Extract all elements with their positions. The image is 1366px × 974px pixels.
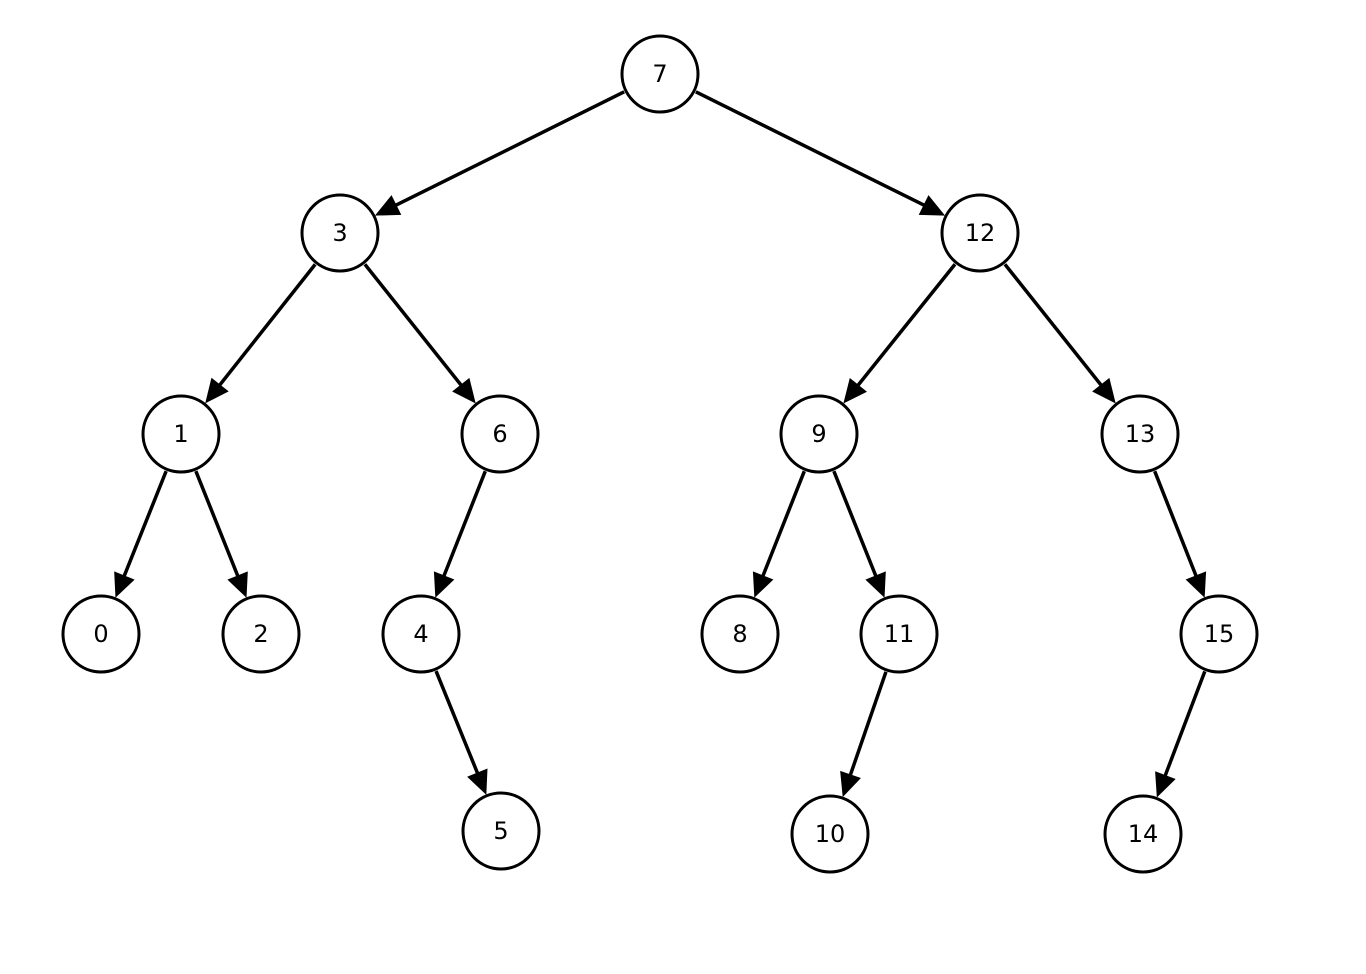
tree-node-0: 0 xyxy=(61,594,141,674)
arrow-head-icon xyxy=(1155,771,1176,798)
tree-node-15: 15 xyxy=(1179,594,1259,674)
node-label: 13 xyxy=(1125,420,1156,448)
edge-6-to-4 xyxy=(433,470,487,598)
arrow-head-icon xyxy=(1185,571,1207,598)
node-circle xyxy=(461,791,541,871)
node-label: 8 xyxy=(732,620,747,648)
edge-12-to-9 xyxy=(843,263,957,404)
node-label: 10 xyxy=(815,820,846,848)
tree-node-4: 4 xyxy=(381,594,461,674)
edge-line xyxy=(1153,470,1199,578)
edge-12-to-13 xyxy=(1003,263,1116,404)
tree-node-10: 10 xyxy=(790,794,870,874)
edge-7-to-3 xyxy=(374,90,625,216)
edge-line xyxy=(393,90,625,208)
edge-3-to-6 xyxy=(363,263,476,404)
edge-9-to-11 xyxy=(832,470,886,598)
node-label: 2 xyxy=(253,620,268,648)
tree-node-5: 5 xyxy=(461,791,541,871)
edge-3-to-1 xyxy=(205,263,317,404)
tree-node-2: 2 xyxy=(221,594,301,674)
tree-node-6: 6 xyxy=(460,394,540,474)
edge-13-to-15 xyxy=(1153,470,1207,598)
arrow-head-icon xyxy=(452,377,476,404)
node-circle xyxy=(61,594,141,674)
node-circle xyxy=(859,594,939,674)
edge-line xyxy=(695,90,927,208)
nodes-layer: 7 3 12 1 6 9 13 0 2 4 8 11 15 5 10 14 xyxy=(61,34,1259,874)
arrow-head-icon xyxy=(467,768,488,795)
node-circle xyxy=(1100,394,1180,474)
arrow-head-icon xyxy=(865,571,886,598)
edge-line xyxy=(122,470,168,579)
edge-line xyxy=(363,263,464,388)
node-label: 11 xyxy=(884,620,915,648)
node-circle xyxy=(620,34,700,114)
tree-node-9: 9 xyxy=(779,394,859,474)
arrow-head-icon xyxy=(843,377,867,404)
tree-node-7: 7 xyxy=(620,34,700,114)
node-circle xyxy=(790,794,870,874)
node-circle xyxy=(700,594,780,674)
edge-line xyxy=(1003,263,1104,388)
node-label: 5 xyxy=(493,817,508,845)
tree-node-8: 8 xyxy=(700,594,780,674)
node-label: 4 xyxy=(413,620,428,648)
edge-7-to-12 xyxy=(695,90,946,216)
node-label: 12 xyxy=(965,219,996,247)
arrow-head-icon xyxy=(840,770,861,798)
edge-line xyxy=(760,470,806,578)
edge-9-to-8 xyxy=(752,470,806,598)
tree-node-11: 11 xyxy=(859,594,939,674)
edge-line xyxy=(194,470,240,579)
node-label: 15 xyxy=(1204,620,1235,648)
node-label: 0 xyxy=(93,620,108,648)
tree-node-12: 12 xyxy=(940,193,1020,273)
tree-node-14: 14 xyxy=(1103,794,1183,874)
edge-line xyxy=(217,263,317,388)
node-circle xyxy=(141,394,221,474)
arrow-head-icon xyxy=(205,377,229,404)
tree-node-3: 3 xyxy=(300,193,380,273)
edge-11-to-10 xyxy=(840,671,888,798)
edge-line xyxy=(1163,670,1207,778)
edge-line xyxy=(441,470,487,578)
node-circle xyxy=(779,394,859,474)
node-circle xyxy=(300,193,380,273)
edge-4-to-5 xyxy=(434,670,488,795)
node-label: 1 xyxy=(173,420,188,448)
node-circle xyxy=(460,394,540,474)
arrow-head-icon xyxy=(374,195,402,216)
tree-node-13: 13 xyxy=(1100,394,1180,474)
node-label: 7 xyxy=(652,60,667,88)
arrow-head-icon xyxy=(1092,377,1116,404)
node-circle xyxy=(1179,594,1259,674)
tree-node-1: 1 xyxy=(141,394,221,474)
edge-1-to-2 xyxy=(194,470,248,598)
edge-line xyxy=(434,670,480,776)
arrow-head-icon xyxy=(433,571,455,598)
node-circle xyxy=(940,193,1020,273)
node-circle xyxy=(221,594,301,674)
arrow-head-icon xyxy=(114,571,135,598)
edge-1-to-0 xyxy=(114,470,168,598)
edge-15-to-14 xyxy=(1155,670,1207,798)
node-label: 14 xyxy=(1128,820,1159,848)
arrow-head-icon xyxy=(227,571,248,598)
arrow-head-icon xyxy=(918,195,946,216)
edges-layer xyxy=(114,90,1207,798)
edge-line xyxy=(855,263,957,388)
edge-line xyxy=(848,671,888,777)
arrow-head-icon xyxy=(752,571,774,598)
node-circle xyxy=(381,594,461,674)
edge-line xyxy=(832,470,878,579)
node-label: 3 xyxy=(332,219,347,247)
node-circle xyxy=(1103,794,1183,874)
node-label: 9 xyxy=(811,420,826,448)
node-label: 6 xyxy=(492,420,507,448)
